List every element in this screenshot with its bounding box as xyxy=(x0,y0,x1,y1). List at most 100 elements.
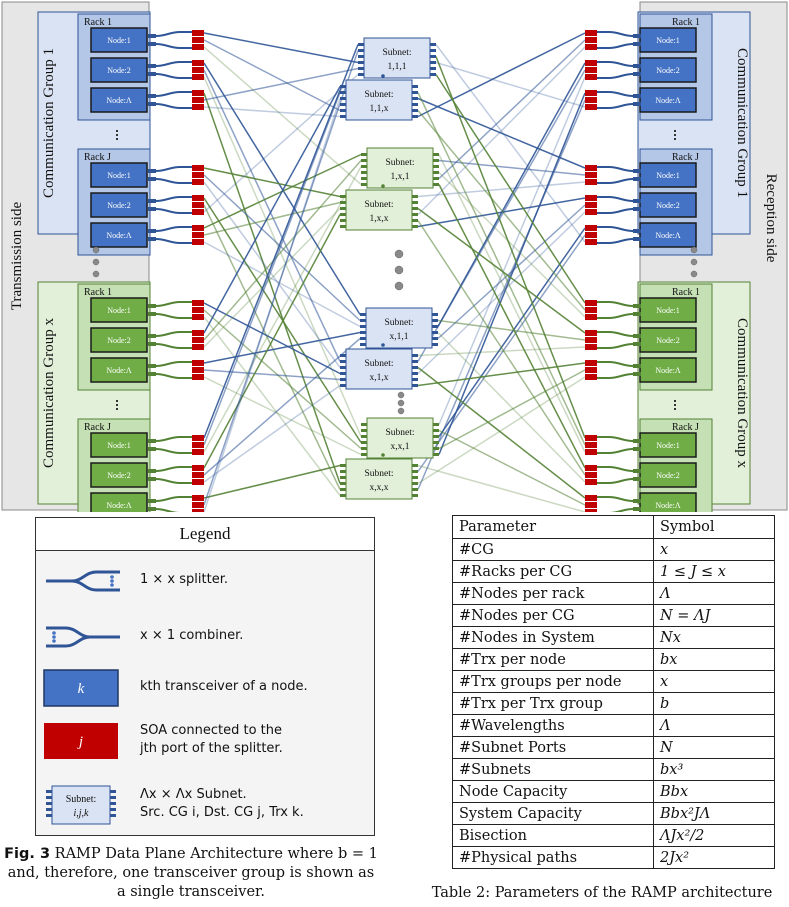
parameter-cell: #Nodes per CG xyxy=(452,604,654,627)
splitter-icon xyxy=(148,496,192,512)
subnet-id: x,x,1 xyxy=(391,442,410,452)
legend-title: Legend xyxy=(36,518,374,551)
communication-group-label: Communication Group x xyxy=(41,318,57,468)
parameter-cell: #Wavelengths xyxy=(452,714,654,737)
soa-icon xyxy=(585,165,597,185)
soa-icon xyxy=(585,495,597,512)
symbol-cell: Nx xyxy=(653,626,775,649)
soa-icon xyxy=(192,360,204,380)
symbol-cell: Λ xyxy=(653,714,775,737)
parameter-cell: #Racks per CG xyxy=(452,560,654,583)
svg-text:k: k xyxy=(78,681,85,697)
link-layer xyxy=(203,32,586,512)
legend-splitter-text: 1 × x splitter. xyxy=(140,572,228,587)
node-label: Node:Λ xyxy=(655,366,681,375)
symbol-cell: Bbx²JΛ xyxy=(653,802,775,825)
subnet-box: Subnet:x,1,x xyxy=(340,343,418,390)
node: Node:1 xyxy=(90,27,204,53)
soa-icon xyxy=(192,495,204,512)
subnet-id: 1,x,x xyxy=(370,214,389,224)
soa-icon xyxy=(585,300,597,320)
symbol-cell: N xyxy=(653,736,775,759)
node: Node:2 xyxy=(585,462,697,488)
node-label: Node:Λ xyxy=(655,96,681,105)
node-label: Node:2 xyxy=(656,336,680,345)
soa-icon xyxy=(192,300,204,320)
subnet-id: 1,1,x xyxy=(370,104,389,114)
symbol-cell: x xyxy=(653,670,775,693)
combiner-icon xyxy=(597,226,641,244)
soa-icon xyxy=(585,195,597,215)
parameter-cell: #Nodes per rack xyxy=(452,582,654,605)
node-label: Node:Λ xyxy=(106,501,132,510)
soa-icon xyxy=(585,30,597,50)
node: Node:Λ xyxy=(90,357,204,383)
figure-caption-text: RAMP Data Plane Architecture where b = 1… xyxy=(7,846,378,900)
node-label: Node:1 xyxy=(107,171,131,180)
soa-icon xyxy=(192,225,204,245)
legend-box: Legend 1 × x splitter. x × 1 combiner. k… xyxy=(35,517,375,836)
subnet-id: x,x,x xyxy=(370,483,389,493)
tx-group-2: Communication Group x Rack 1Node:1Node:2N… xyxy=(37,281,204,512)
node-label: Node:2 xyxy=(107,66,131,75)
soa-icon xyxy=(192,30,204,50)
rack-label: Rack J xyxy=(84,152,111,163)
soa-icon xyxy=(192,465,204,485)
node: Node:1 xyxy=(585,27,697,53)
node-label: Node:Λ xyxy=(655,501,681,510)
subnet-id: x,1,1 xyxy=(390,332,409,342)
node: Node:Λ xyxy=(90,492,204,512)
soa-icon xyxy=(192,60,204,80)
subnet-box: Subnet:1,x,x xyxy=(340,184,418,231)
header-parameter: Parameter xyxy=(452,515,654,539)
subnet-id: x,1,x xyxy=(370,373,389,383)
soa-icon xyxy=(192,435,204,455)
combiner-icon xyxy=(597,361,641,379)
soa-icon xyxy=(585,360,597,380)
splitter-icon xyxy=(148,226,192,244)
soa-icon xyxy=(192,330,204,350)
node-label: Node:Λ xyxy=(106,366,132,375)
combiner-icon xyxy=(597,91,641,109)
node: Node:Λ xyxy=(585,357,697,383)
node: Node:1 xyxy=(585,162,697,188)
rack-label: Rack 1 xyxy=(672,17,700,28)
legend-transceiver-text: kth transceiver of a node. xyxy=(140,679,308,694)
node-label: Node:2 xyxy=(107,201,131,210)
node: Node:Λ xyxy=(585,492,697,512)
svg-text:i,j,k: i,j,k xyxy=(74,808,90,819)
node-label: Node:1 xyxy=(107,441,131,450)
combiner-icon xyxy=(597,196,641,214)
soa-icon xyxy=(585,465,597,485)
node: Node:1 xyxy=(90,432,204,458)
parameter-cell: Bisection xyxy=(452,824,654,847)
tx-side-label: Transmission side xyxy=(9,202,25,311)
parameter-cell: System Capacity xyxy=(452,802,654,825)
node-label: Node:Λ xyxy=(106,96,132,105)
figure-caption: Fig. 3 RAMP Data Plane Architecture wher… xyxy=(2,845,380,902)
node: Node:Λ xyxy=(585,222,697,248)
subnet-id: 1,x,1 xyxy=(391,172,410,182)
rack-label: Rack 1 xyxy=(84,17,112,28)
node: Node:2 xyxy=(585,192,697,218)
symbol-cell: bx xyxy=(653,648,775,671)
combiner-icon xyxy=(597,466,641,484)
splitter-icon xyxy=(148,301,192,319)
splitter-icon xyxy=(46,570,120,592)
ellipsis-dots xyxy=(92,246,698,415)
legend-combiner-text: x × 1 combiner. xyxy=(140,628,244,643)
soa-icon xyxy=(192,165,204,185)
parameter-cell: #Physical paths xyxy=(452,846,654,869)
soa-icon xyxy=(585,90,597,110)
